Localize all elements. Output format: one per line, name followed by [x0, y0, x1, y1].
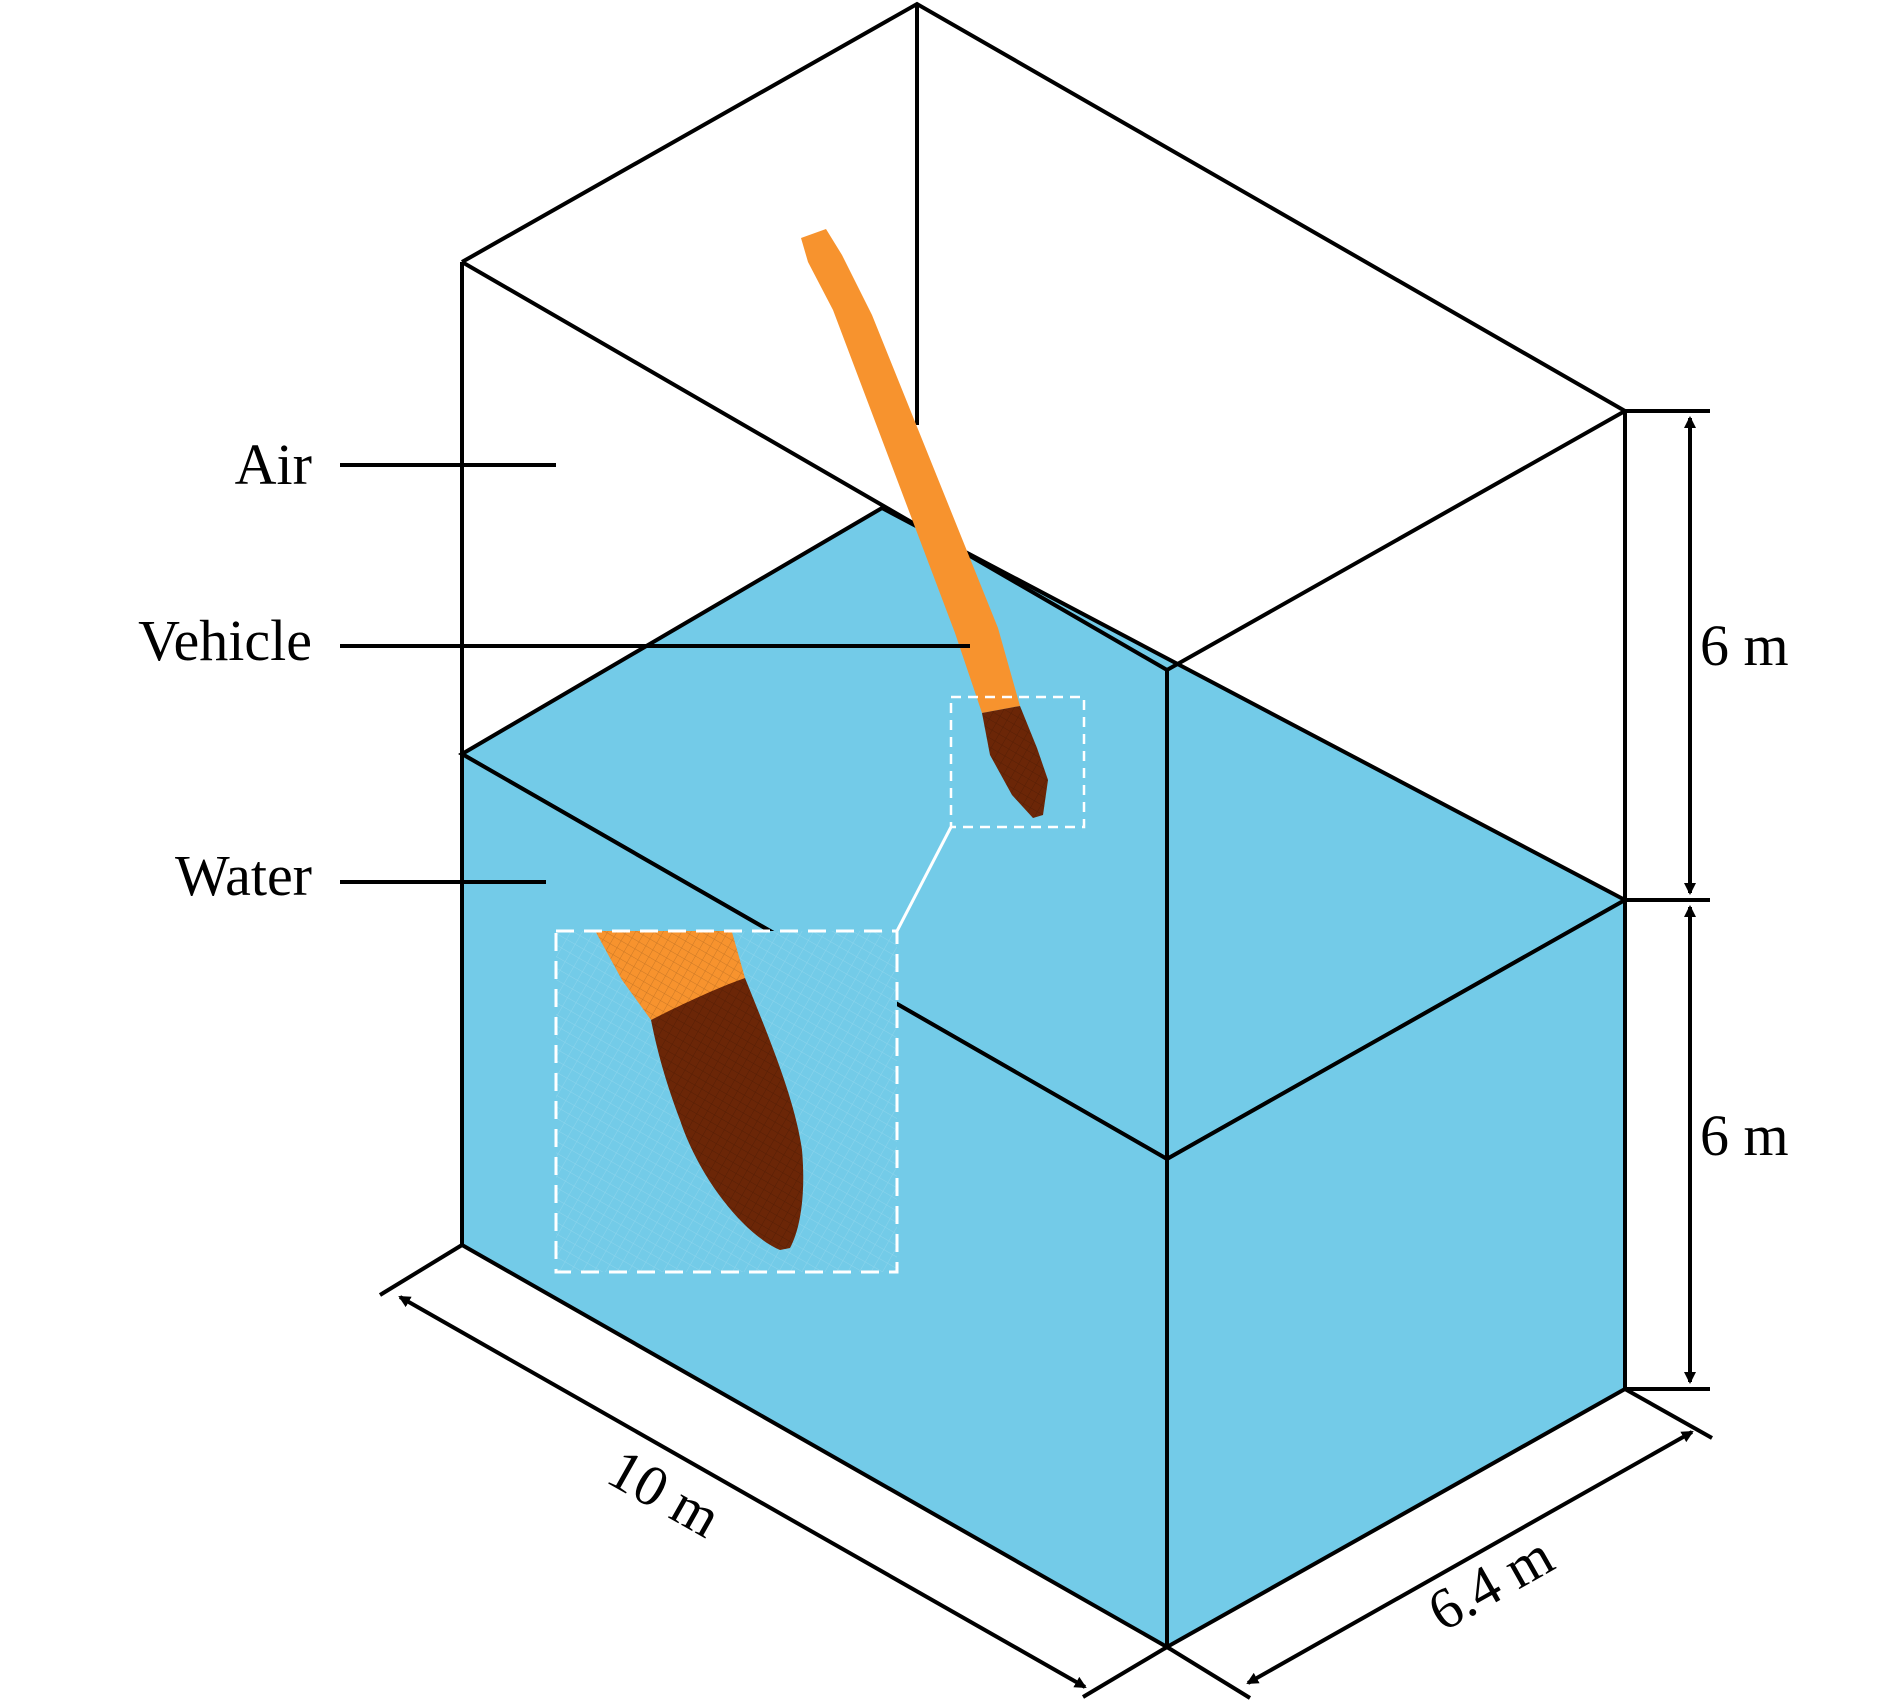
region-labels: Air Vehicle Water [138, 432, 970, 908]
length-arrow [398, 1295, 1087, 1689]
width-extension-right [1624, 1387, 1713, 1440]
air-label: Air [235, 432, 312, 497]
vehicle-body [801, 229, 1020, 713]
width-extension-left [1165, 1645, 1252, 1700]
width-label: 6.4 m [1417, 1522, 1564, 1644]
zoom-connector-line [895, 826, 953, 932]
width-dimension [1165, 1387, 1713, 1700]
air-height-label: 6 m [1700, 613, 1789, 678]
height-dimensions [1625, 409, 1710, 1391]
zoom-inset-border [554, 929, 899, 1274]
water-height-label: 6 m [1700, 1103, 1789, 1168]
air-top-edges [460, 1, 1630, 673]
zoom-selection-box [949, 695, 1086, 829]
vehicle [801, 229, 1048, 818]
length-label: 10 m [597, 1436, 731, 1550]
length-extension-left [378, 1243, 464, 1297]
width-arrow [1246, 1430, 1694, 1685]
zoom-inset [554, 929, 899, 1274]
length-dimension [378, 1243, 1169, 1699]
vehicle-label: Vehicle [138, 608, 312, 673]
length-extension-right [1081, 1645, 1169, 1699]
water-label: Water [175, 843, 312, 908]
